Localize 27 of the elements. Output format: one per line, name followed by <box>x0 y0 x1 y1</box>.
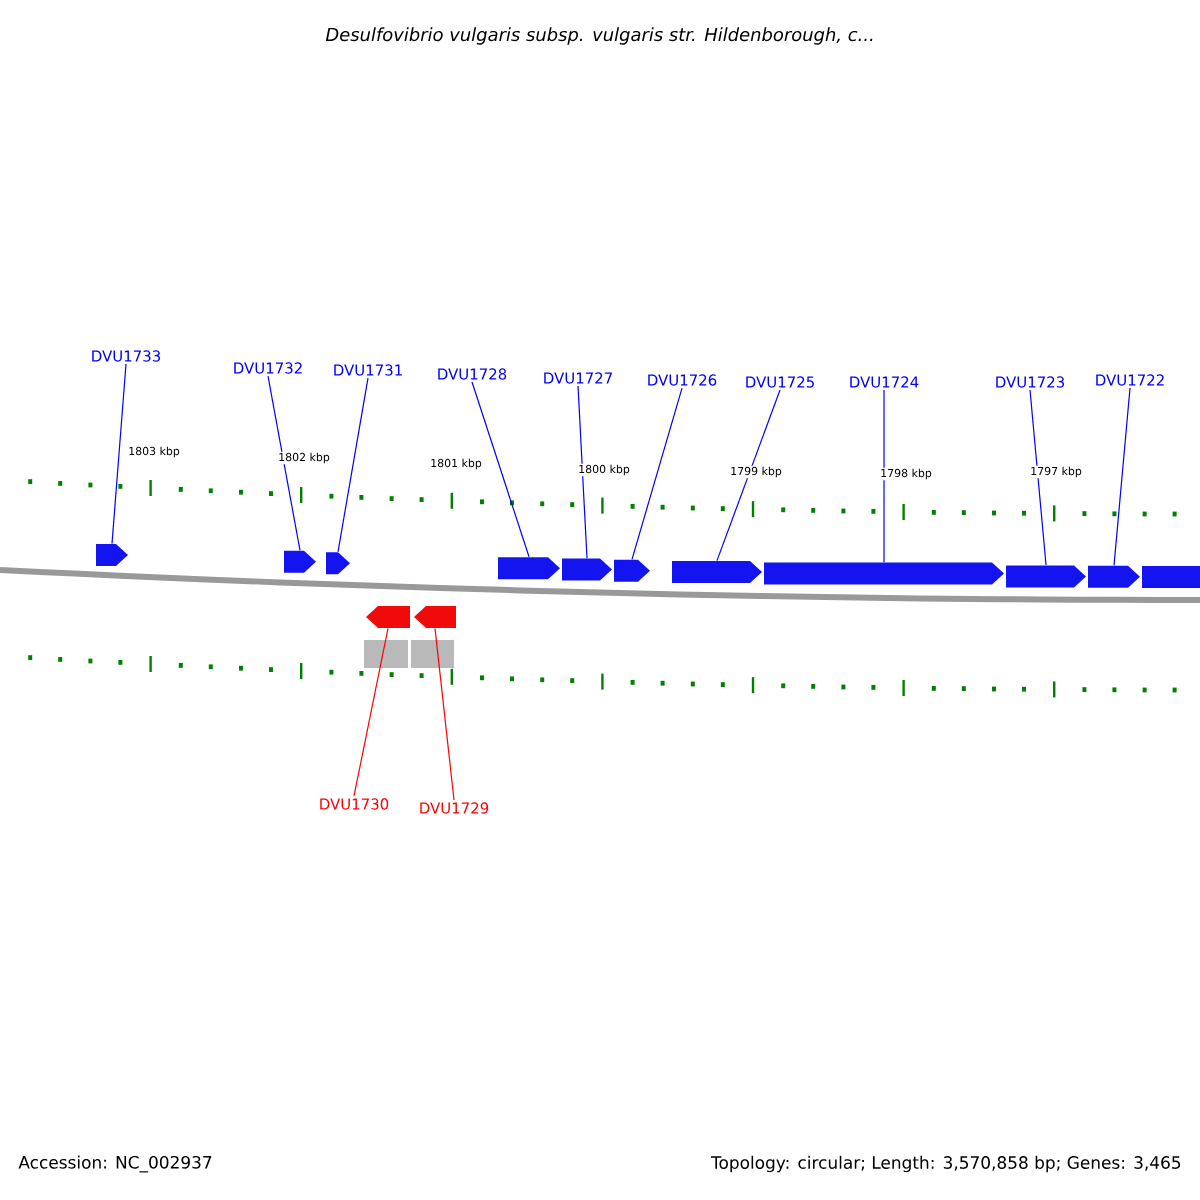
leader-line <box>577 385 588 559</box>
gene-block <box>366 606 410 628</box>
gene-block <box>414 606 456 628</box>
gene-block <box>672 561 762 583</box>
gene-block <box>1006 565 1086 588</box>
leader-line <box>716 389 781 562</box>
accession-text: Accession: NC_002937 <box>18 1155 212 1173</box>
leader-line <box>111 363 127 545</box>
gene-block <box>562 558 612 581</box>
leader-line <box>1113 387 1131 566</box>
leader-line <box>471 381 530 558</box>
leader-line <box>337 377 369 553</box>
gene-block <box>284 550 316 573</box>
gene-block <box>96 544 128 566</box>
leader-line <box>267 375 301 551</box>
leader-line <box>1029 389 1047 566</box>
leader-line <box>434 627 455 801</box>
gene-block <box>498 557 560 580</box>
gene-block <box>614 559 650 582</box>
leader-line <box>883 389 885 563</box>
gene-block <box>1142 566 1200 588</box>
title: Desulfovibrio vulgaris subsp. vulgaris str. Hildenborough, c... <box>325 27 873 45</box>
genome-info-text: Topology: circular; Length: 3,570,858 bp; Genes: 3,465 <box>710 1155 1181 1173</box>
leader-line <box>353 627 389 797</box>
gene-block <box>1088 565 1140 588</box>
leader-line <box>631 387 683 560</box>
gene-block <box>326 552 350 575</box>
